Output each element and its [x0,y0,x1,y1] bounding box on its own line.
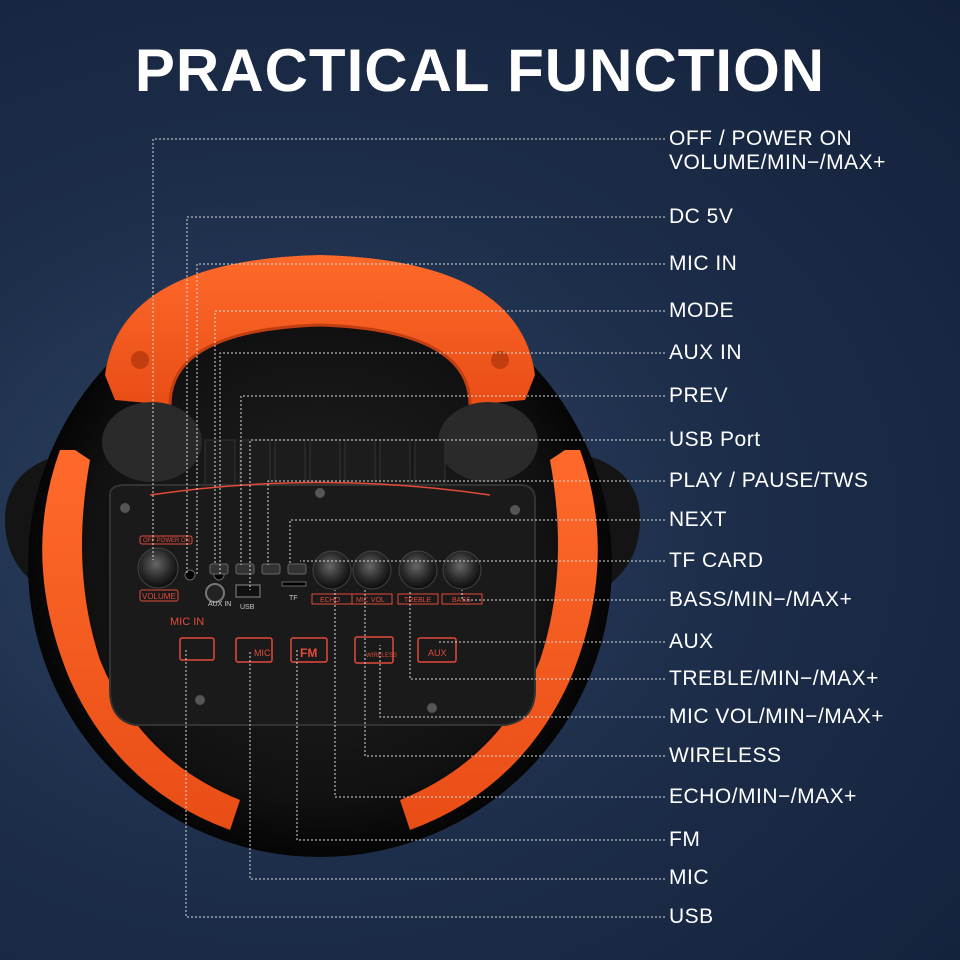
left-orange-bumper [42,450,240,830]
panel-screws [120,488,520,713]
panel-buttons [209,563,307,575]
label-treble: TREBLE/MIN−/MAX+ [669,667,879,690]
knob-label-micvol: MIC VOL [356,597,385,604]
next-button[interactable] [287,563,307,575]
label-wireless: WIRELESS [669,744,782,767]
panel-aux-in-label: AUX IN [208,601,231,608]
echo-knob[interactable] [311,550,353,605]
usb-port[interactable] [235,584,261,598]
label-prev: PREV [669,384,729,407]
cup-holder-right [438,402,538,482]
label-power-group: OFF / POWER ON VOLUME/MIN−/MAX+ [669,127,886,175]
volume-knob[interactable] [137,535,193,602]
label-play-pause: PLAY / PAUSE/TWS [669,469,869,492]
label-echo: ECHO/MIN−/MAX+ [669,785,857,808]
fm-indicator-icon [290,637,328,663]
label-tf-card: TF CARD [669,549,764,572]
page-title: PRACTICAL FUNCTION [134,37,826,104]
panel-volume-label: VOLUME [142,592,176,601]
label-volume: VOLUME/MIN−/MAX+ [669,151,886,174]
label-usb: USB [669,905,714,928]
mode-label-wireless: WIRELESS [366,653,397,659]
label-dc-5v: DC 5V [669,205,734,228]
right-orange-bumper [400,450,598,830]
tf-slot[interactable] [281,581,307,587]
label-mode: MODE [669,299,734,322]
label-bass: BASS/MIN−/MAX+ [669,588,853,611]
label-aux: AUX [669,630,714,653]
panel-usb-label: USB [240,604,255,611]
label-mic-in: MIC IN [669,252,738,275]
mode-indicators [179,636,457,664]
label-mic: MIC [669,866,709,889]
play-button[interactable] [261,563,281,575]
panel-power-label: OFF POWER ON [143,538,190,544]
callout-lines [152,138,665,918]
label-aux-in: AUX IN [669,341,743,364]
usb-indicator-icon [179,637,215,661]
mode-label-fm: FM [300,646,317,660]
mode-label-aux: AUX [428,648,447,658]
cup-holder-left [102,402,202,482]
wireless-indicator-icon [354,636,394,664]
knob-label-bass: BASS [452,597,471,604]
panel-arc [149,481,491,496]
label-fm: FM [669,828,701,851]
mic-vol-knob[interactable] [351,550,393,605]
label-next: NEXT [669,508,728,531]
mic-jack[interactable] [205,583,225,603]
panel-mic-in-label: MIC IN [170,616,204,628]
aux-indicator-icon [417,637,457,663]
mic-indicator-icon [235,637,273,663]
label-power: OFF / POWER ON [669,127,853,150]
carry-handle [105,255,535,406]
mode-label-mic: MIC [254,648,271,658]
label-mic-vol: MIC VOL/MIN−/MAX+ [669,705,885,728]
label-usb-port: USB Port [669,428,761,451]
knob-label-echo: ECHO [320,597,341,604]
prev-button[interactable] [235,563,255,575]
mode-button[interactable] [209,563,229,575]
knob-label-treble: TREBLE [404,597,432,604]
panel-tf-label: TF [289,595,298,602]
control-panel [109,484,536,726]
